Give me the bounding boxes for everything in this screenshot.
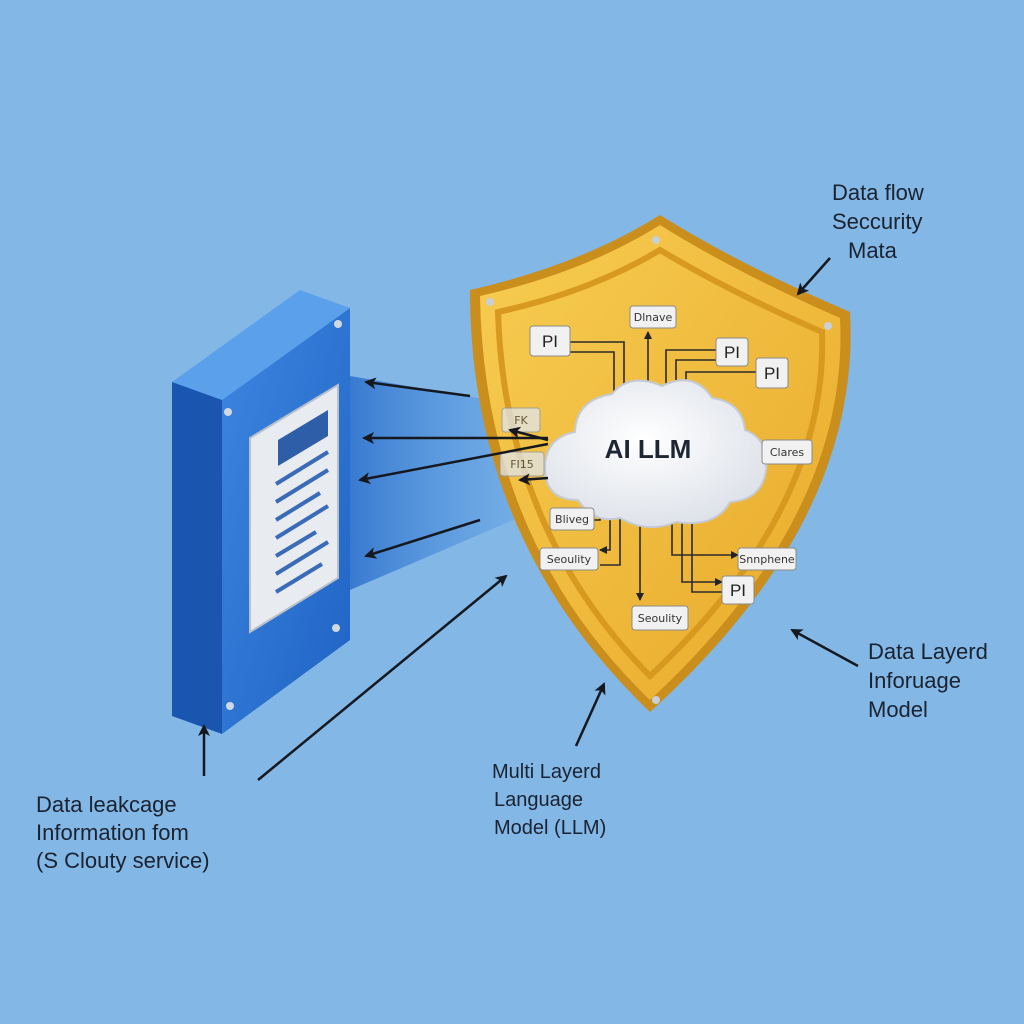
label-line: Mata (848, 238, 898, 263)
tag-label: Dlnave (634, 311, 673, 324)
pi-tag-label: PI (724, 343, 740, 362)
leak-arrow (358, 442, 549, 485)
tag-clares: Clares (761, 439, 813, 465)
leak-arrow (364, 518, 481, 559)
pi-tag-3: PI (755, 357, 789, 389)
leak-arrow (364, 377, 471, 398)
label-data-layerd-model: Data Layerd Inforuage Model (868, 639, 988, 722)
leak-arrow (508, 426, 549, 442)
ai-llm-cloud: AI LLM (543, 379, 768, 529)
callout-arrow-bottom-center (574, 682, 606, 747)
tag-label: Clares (770, 446, 805, 459)
leak-arrow (518, 473, 549, 486)
pi-tag-label: PI (730, 581, 746, 600)
pi-tag-label: PI (542, 332, 558, 351)
label-line: Data flow (832, 180, 924, 205)
label-data-flow-security: Data flow Seccurity Mata (832, 180, 924, 263)
pi-tag-1: PI (529, 325, 571, 357)
shield-rivet-icon (486, 298, 494, 306)
shield-rivet-icon (652, 236, 660, 244)
server-screw-icon (334, 320, 342, 328)
server-side-face (172, 382, 222, 734)
tag-snnphene: Snnphene (737, 547, 797, 571)
shield-rivet-icon (824, 322, 832, 330)
label-line: (S Clouty service) (36, 848, 210, 873)
pi-tag-2: PI (715, 337, 749, 367)
tag-seoulity-bottom: Seoulity (631, 605, 689, 631)
label-line: Model (868, 697, 928, 722)
pi-tag-4: PI (721, 575, 755, 605)
label-line: Seccurity (832, 209, 922, 234)
shield-inner-rim (494, 246, 826, 681)
server-screw-icon (226, 702, 234, 710)
cloud-label: AI LLM (605, 434, 692, 464)
leak-arrows (358, 377, 549, 559)
label-line: Data leakcage (36, 792, 177, 817)
label-line: Language (494, 789, 583, 811)
tag-label: FK (514, 414, 528, 427)
tag-label: Snnphene (739, 553, 795, 566)
server-top-face (172, 290, 350, 400)
label-multi-layerd-llm: Multi Layerd Language Model (LLM) (492, 761, 606, 839)
document-icon (249, 383, 339, 634)
tag-bliveg: Bliveg (549, 507, 595, 531)
label-line: Multi Layerd (492, 761, 601, 783)
callout-arrow-to-shield (257, 574, 508, 781)
tag-fk: FK (501, 407, 541, 433)
tag-dnave: Dlnave (629, 305, 677, 329)
tag-label: FI15 (510, 458, 534, 471)
pi-tag-label: PI (764, 364, 780, 383)
callout-arrow-right (790, 628, 859, 668)
server-screw-icon (224, 408, 232, 416)
cloud-service-server (172, 290, 350, 734)
label-data-leakage: Data leakcage Information fom (S Clouty … (36, 792, 210, 873)
server-screw-icon (332, 624, 340, 632)
callout-arrow-top-right (796, 257, 831, 296)
callout-arrows (198, 257, 859, 781)
label-line: Information fom (36, 820, 189, 845)
label-line: Model (LLM) (494, 817, 606, 839)
tag-label: Bliveg (555, 513, 589, 526)
tag-fi15: FI15 (499, 451, 545, 477)
tag-seoulity-left: Seoulity (539, 547, 599, 571)
label-line: Data Layerd (868, 639, 988, 664)
label-line: Inforuage (868, 668, 961, 693)
shield-rivet-icon (652, 696, 660, 704)
tag-label: Seoulity (547, 553, 592, 566)
tag-label: Seoulity (638, 612, 683, 625)
